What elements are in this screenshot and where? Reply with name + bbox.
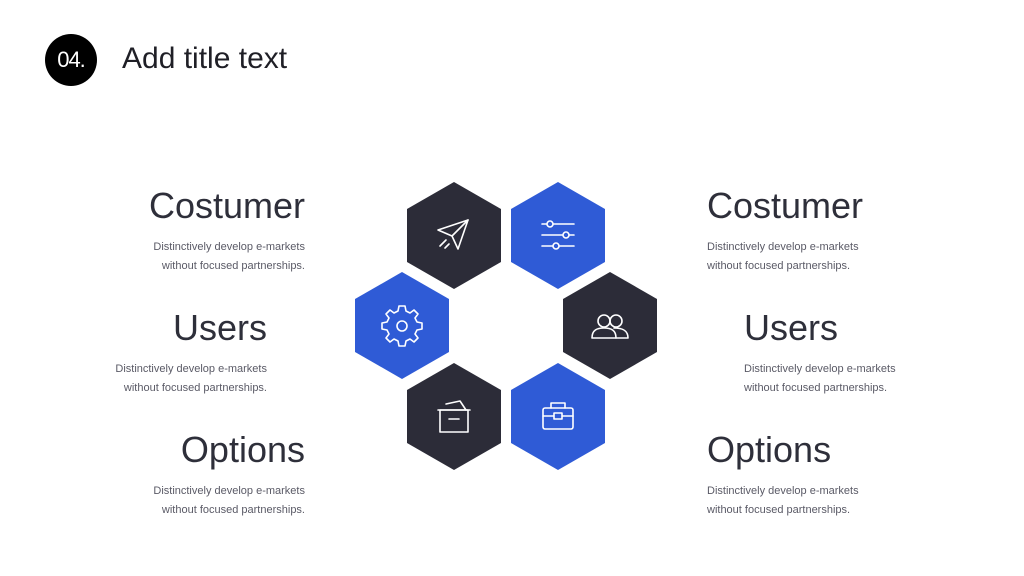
left-desc-3-line1: Distinctively develop e-markets	[153, 485, 305, 497]
hex-toolbox	[511, 363, 605, 470]
hex-gear	[355, 272, 449, 379]
left-desc-3: Distinctively develop e-markets without …	[5, 482, 305, 520]
right-block-users: Users Distinctively develop e-markets wi…	[744, 308, 1024, 398]
right-desc-1-line1: Distinctively develop e-markets	[707, 241, 859, 253]
right-desc-2-line2: without focused partnerships.	[744, 382, 888, 394]
right-desc-3-line2: without focused partnerships.	[707, 504, 851, 516]
paper-plane-icon	[437, 219, 469, 250]
left-desc-1: Distinctively develop e-markets without …	[5, 238, 305, 276]
left-desc-3-line2: without focused partnerships.	[161, 504, 305, 516]
users-icon	[591, 314, 629, 339]
right-desc-1-line2: without focused partnerships.	[707, 260, 851, 272]
gear-icon	[381, 305, 423, 347]
hexagon-3	[355, 272, 449, 379]
left-desc-1-line1: Distinctively develop e-markets	[153, 241, 305, 253]
right-desc-3-line1: Distinctively develop e-markets	[707, 485, 859, 497]
sliders-icon	[541, 220, 575, 250]
left-heading-2: Users	[172, 307, 267, 348]
left-heading-3: Options	[180, 429, 305, 470]
right-desc-2: Distinctively develop e-markets without …	[744, 360, 1024, 398]
hex-users	[563, 272, 657, 379]
right-heading-3: Options	[707, 429, 832, 470]
hex-sliders	[511, 182, 605, 289]
right-block-options: Options Distinctively develop e-markets …	[707, 430, 1007, 520]
hexagon-4	[563, 272, 657, 379]
slide-number-badge: 04.	[45, 34, 97, 86]
hex-paper-plane	[407, 182, 501, 289]
right-heading-1: Costumer	[707, 185, 864, 226]
right-desc-1: Distinctively develop e-markets without …	[707, 238, 1007, 276]
left-heading-1: Costumer	[148, 185, 305, 226]
right-block-costumer: Costumer Distinctively develop e-markets…	[707, 186, 1007, 276]
left-desc-2: Distinctively develop e-markets without …	[0, 360, 267, 398]
left-desc-2-line1: Distinctively develop e-markets	[115, 363, 267, 375]
right-heading-2: Users	[744, 307, 839, 348]
left-block-options: Options Distinctively develop e-markets …	[5, 430, 305, 520]
hexagon-1	[407, 182, 501, 289]
slide-title: Add title text	[122, 42, 288, 75]
left-desc-2-line2: without focused partnerships.	[123, 382, 267, 394]
left-desc-1-line2: without focused partnerships.	[161, 260, 305, 272]
archive-box-icon	[437, 400, 471, 433]
right-desc-2-line1: Distinctively develop e-markets	[744, 363, 896, 375]
left-block-costumer: Costumer Distinctively develop e-markets…	[5, 186, 305, 276]
hexagon-5	[407, 363, 501, 470]
toolbox-icon	[542, 402, 574, 430]
hex-archive	[407, 363, 501, 470]
right-desc-3: Distinctively develop e-markets without …	[707, 482, 1007, 520]
left-block-users: Users Distinctively develop e-markets wi…	[0, 308, 267, 398]
